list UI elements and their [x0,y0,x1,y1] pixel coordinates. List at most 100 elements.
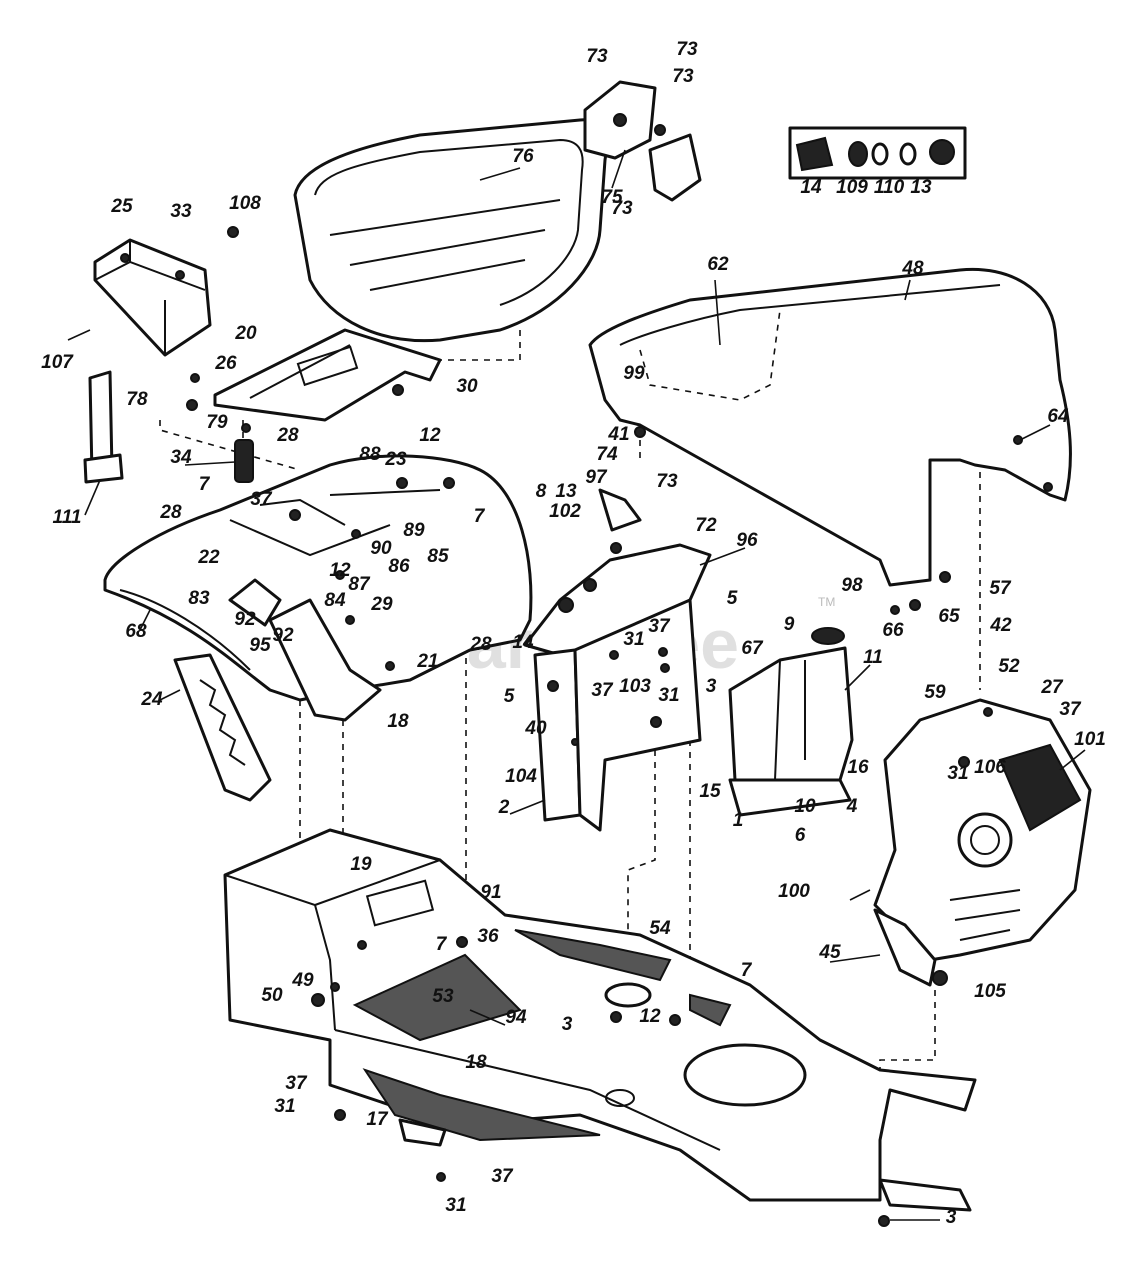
front-grille-housing [873,698,1092,987]
callout-c-42: 42 [989,615,1012,636]
callout-c-111: 111 [53,507,82,528]
callout-c-26: 26 [214,353,237,374]
seat [293,118,608,343]
battery [67,226,239,357]
hood [588,267,1072,615]
callout-c-22: 22 [197,547,220,568]
callout-c-14b: 14 [512,632,534,653]
height-adjust-plate [173,653,272,802]
callout-c-73c: 73 [672,66,694,87]
callout-c-4: 4 [846,796,858,817]
callout-c-72: 72 [695,515,717,536]
callout-c-45: 45 [818,942,841,963]
callout-c-85: 85 [427,546,449,567]
callout-c-27: 27 [1040,677,1064,698]
callout-c-79: 79 [206,412,228,433]
callout-c-31b: 31 [658,685,679,706]
callout-c-52: 52 [998,656,1020,677]
callout-c-74: 74 [596,444,618,465]
callout-c-19: 19 [350,854,372,875]
callout-c-37a: 37 [250,489,273,510]
ignition-switch-inset [788,126,967,180]
callout-c-76: 76 [512,146,534,167]
callout-c-96: 96 [736,530,758,551]
callout-c-9: 9 [784,614,795,635]
callout-c-12b: 12 [329,560,351,581]
callout-c-99: 99 [623,363,645,384]
callout-c-16: 16 [847,757,869,778]
callout-c-65: 65 [938,606,960,627]
callout-c-73e: 73 [656,471,678,492]
callout-c-37d: 37 [1059,699,1082,720]
callout-c-90: 90 [370,538,392,559]
callout-c-2: 2 [498,797,510,818]
callout-c-103: 103 [619,676,651,697]
callout-c-92b: 92 [272,625,294,646]
callout-c-104: 104 [505,766,537,787]
callout-c-105: 105 [974,981,1006,1002]
callout-c-92a: 92 [234,609,256,630]
callout-c-66: 66 [882,620,904,641]
watermark-trademark: TM [818,595,835,609]
callout-c-18b: 18 [465,1052,487,1073]
callout-c-84: 84 [324,590,346,611]
callout-c-20: 20 [234,323,257,344]
callout-c-31c: 31 [947,763,968,784]
seat-mounting-plate [186,328,442,433]
callout-c-86: 86 [388,556,410,577]
callout-c-50: 50 [261,985,283,1006]
callout-c-83: 83 [188,588,210,609]
main-frame [223,828,977,1227]
callout-c-28c: 28 [469,634,492,655]
callout-c-73d: 73 [611,198,633,219]
callout-c-53: 53 [432,986,454,1007]
callout-c-62: 62 [707,254,729,275]
callout-c-11: 11 [863,647,883,668]
callout-c-97: 97 [585,467,608,488]
callout-c-13a: 13 [910,177,932,198]
callout-c-14a: 14 [800,177,822,198]
seat-spring [234,439,254,483]
callout-c-7b: 7 [474,506,486,527]
callout-c-5a: 5 [727,588,738,609]
callout-c-33: 33 [170,201,192,222]
callout-c-31e: 31 [445,1195,466,1216]
callout-c-67: 67 [741,638,764,659]
callout-c-28a: 28 [276,425,299,446]
callout-c-73b: 73 [676,39,698,60]
callout-c-8: 8 [536,481,547,502]
callout-c-28b: 28 [159,502,182,523]
callout-c-17: 17 [366,1109,389,1130]
callout-c-109: 109 [836,177,868,198]
callout-c-88: 88 [359,444,381,465]
seat-hinge-bracket [583,80,702,202]
callout-c-40: 40 [524,718,547,739]
callout-c-102: 102 [549,501,581,522]
callout-c-15: 15 [699,781,721,802]
callout-c-57: 57 [989,578,1012,599]
callout-c-6: 6 [795,825,806,846]
callout-c-23: 23 [384,449,407,470]
callout-c-48: 48 [901,258,924,279]
callout-c-95: 95 [249,635,271,656]
callout-c-21: 21 [416,651,438,672]
callout-c-89: 89 [403,520,425,541]
callout-c-18a: 18 [387,711,409,732]
callout-c-30: 30 [456,376,478,397]
callout-c-64: 64 [1047,406,1069,427]
callout-c-106: 106 [974,757,1006,778]
callout-c-34: 34 [170,447,192,468]
callout-c-3c: 3 [946,1207,957,1228]
callout-c-107: 107 [41,352,74,373]
callout-c-36: 36 [477,926,499,947]
callout-c-78: 78 [126,389,148,410]
callout-c-24: 24 [140,689,163,710]
callout-c-98: 98 [841,575,863,596]
dash-panel [523,488,712,832]
callout-c-7d: 7 [741,960,753,981]
callout-c-7c: 7 [436,934,448,955]
callout-c-101: 101 [1074,729,1106,750]
callout-c-31a: 31 [623,629,644,650]
